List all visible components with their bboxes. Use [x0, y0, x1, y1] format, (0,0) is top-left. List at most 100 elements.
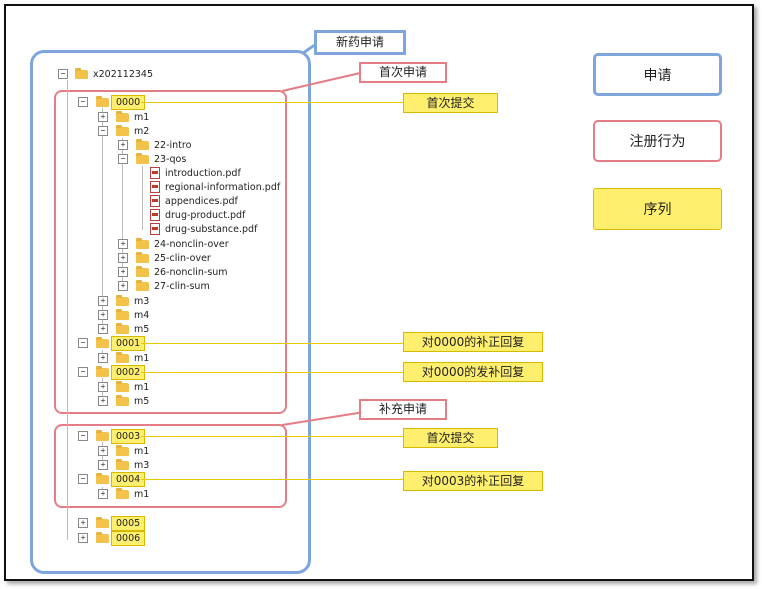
- folder-icon: [116, 110, 129, 122]
- tree-node-label: 27-clin-sum: [154, 280, 210, 292]
- folder-icon: [116, 458, 129, 470]
- sequence-label: 0006: [111, 530, 146, 546]
- tree-sequence-0006[interactable]: + 0006: [78, 530, 146, 546]
- expand-toggle[interactable]: +: [118, 140, 128, 150]
- sequence-label: 0003: [111, 428, 146, 444]
- collapse-toggle[interactable]: −: [98, 126, 108, 136]
- folder-icon: [96, 95, 109, 107]
- tree-node-m5[interactable]: + m5: [98, 322, 149, 336]
- folder-icon: [116, 351, 129, 363]
- folder-icon: [136, 279, 149, 291]
- tree-node-m1[interactable]: + m1: [98, 351, 149, 365]
- folder-icon: [96, 472, 109, 484]
- folder-icon: [116, 322, 129, 334]
- tree-node-25-clin-over[interactable]: + 25-clin-over: [118, 251, 211, 265]
- file-label: introduction.pdf: [165, 167, 241, 179]
- expand-toggle[interactable]: +: [98, 296, 108, 306]
- expand-toggle[interactable]: +: [98, 112, 108, 122]
- tree-guide: [142, 166, 143, 230]
- expand-toggle[interactable]: +: [98, 382, 108, 392]
- folder-icon: [116, 380, 129, 392]
- legend-regulatory-activity: 注册行为: [593, 120, 722, 162]
- file-label: appendices.pdf: [165, 195, 238, 207]
- tree-file-introduction[interactable]: introduction.pdf: [150, 166, 241, 180]
- file-label: regional-information.pdf: [165, 181, 281, 193]
- pdf-file-icon: [150, 181, 160, 193]
- folder-icon: [116, 487, 129, 499]
- tree-node-label: m5: [134, 395, 150, 407]
- folder-icon: [136, 237, 149, 249]
- tree-node-23-qos[interactable]: − 23-qos: [118, 152, 186, 166]
- tree-node-m3[interactable]: + m3: [98, 294, 149, 308]
- tree-node-label: m1: [134, 381, 150, 393]
- correction-reply-0003-tag: 对0003的补正回复: [403, 471, 543, 491]
- tree-node-label: 25-clin-over: [154, 252, 211, 264]
- tree-node-label: 22-intro: [154, 139, 192, 151]
- tree-sequence-0000[interactable]: − 0000: [78, 94, 146, 110]
- collapse-toggle[interactable]: −: [78, 474, 88, 484]
- tree-file-regional-information[interactable]: regional-information.pdf: [150, 180, 280, 194]
- expand-toggle[interactable]: +: [78, 533, 88, 543]
- tree-node-27-clin-sum[interactable]: + 27-clin-sum: [118, 279, 210, 293]
- pdf-file-icon: [150, 223, 160, 235]
- expand-toggle[interactable]: +: [118, 267, 128, 277]
- initial-submission-tag: 首次提交: [403, 93, 498, 113]
- initial-submission-tag-2: 首次提交: [403, 428, 498, 448]
- initial-application-box: [54, 90, 287, 414]
- tree-node-26-nonclin-sum[interactable]: + 26-nonclin-sum: [118, 265, 228, 279]
- tree-node-m4[interactable]: + m4: [98, 308, 149, 322]
- collapse-toggle[interactable]: −: [78, 431, 88, 441]
- tree-node-m1[interactable]: + m1: [98, 444, 149, 458]
- tree-node-label: m5: [134, 323, 150, 335]
- tree-node-m3[interactable]: + m3: [98, 458, 149, 472]
- tree-node-m1[interactable]: + m1: [98, 487, 149, 501]
- tree-node-24-nonclin-over[interactable]: + 24-nonclin-over: [118, 237, 229, 251]
- tree-sequence-0002[interactable]: − 0002: [78, 364, 146, 380]
- tree-file-appendices[interactable]: appendices.pdf: [150, 194, 238, 208]
- expand-toggle[interactable]: +: [98, 396, 108, 406]
- supplement-reply-0000-tag: 对0000的发补回复: [403, 362, 543, 382]
- tree-node-label: 26-nonclin-sum: [154, 266, 228, 278]
- collapse-toggle[interactable]: −: [78, 97, 88, 107]
- expand-toggle[interactable]: +: [98, 446, 108, 456]
- folder-icon: [136, 152, 149, 164]
- tree-sequence-0004[interactable]: − 0004: [78, 471, 146, 487]
- folder-icon: [116, 308, 129, 320]
- tree-node-m1[interactable]: + m1: [98, 110, 149, 124]
- folder-icon: [96, 516, 109, 528]
- tree-root[interactable]: − x202112345: [58, 67, 153, 81]
- expand-toggle[interactable]: +: [98, 310, 108, 320]
- tree-guide: [102, 108, 103, 330]
- folder-icon: [116, 444, 129, 456]
- tree-node-m1[interactable]: + m1: [98, 380, 149, 394]
- collapse-toggle[interactable]: −: [78, 367, 88, 377]
- folder-icon: [96, 429, 109, 441]
- pdf-file-icon: [150, 167, 160, 179]
- folder-icon: [136, 265, 149, 277]
- expand-toggle[interactable]: +: [98, 324, 108, 334]
- folder-icon: [96, 365, 109, 377]
- expand-toggle[interactable]: +: [98, 460, 108, 470]
- expand-toggle[interactable]: +: [78, 518, 88, 528]
- tree-node-label: m1: [134, 352, 150, 364]
- tree-node-label: m4: [134, 309, 150, 321]
- sequence-connector: [141, 372, 403, 373]
- folder-icon: [136, 138, 149, 150]
- tree-node-label: m3: [134, 459, 150, 471]
- tree-node-m2[interactable]: − m2: [98, 124, 149, 138]
- expand-toggle[interactable]: +: [118, 281, 128, 291]
- tree-sequence-0003[interactable]: − 0003: [78, 428, 146, 444]
- expand-toggle[interactable]: +: [98, 489, 108, 499]
- tree-node-22-intro[interactable]: + 22-intro: [118, 138, 191, 152]
- collapse-toggle[interactable]: −: [58, 69, 68, 79]
- tree-file-drug-product[interactable]: drug-product.pdf: [150, 208, 245, 222]
- expand-toggle[interactable]: +: [98, 353, 108, 363]
- tree-sequence-0005[interactable]: + 0005: [78, 515, 146, 531]
- collapse-toggle[interactable]: −: [118, 154, 128, 164]
- tree-node-m5[interactable]: + m5: [98, 394, 149, 408]
- expand-toggle[interactable]: +: [118, 253, 128, 263]
- tree-file-drug-substance[interactable]: drug-substance.pdf: [150, 222, 257, 236]
- expand-toggle[interactable]: +: [118, 239, 128, 249]
- collapse-toggle[interactable]: −: [78, 338, 88, 348]
- tree-sequence-0001[interactable]: − 0001: [78, 335, 146, 351]
